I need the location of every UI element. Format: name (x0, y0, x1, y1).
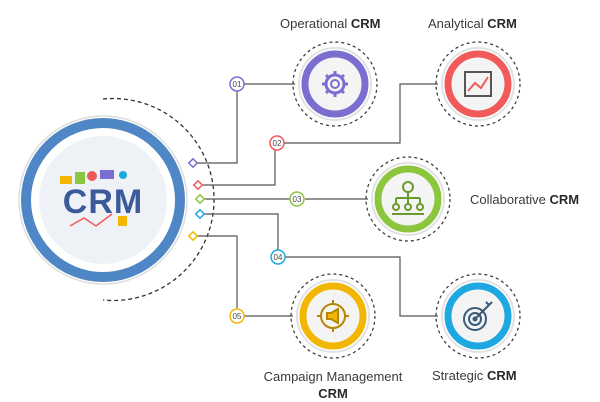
node-analytical (435, 41, 521, 127)
label-campaign-management: Campaign Management CRM (258, 368, 408, 402)
node-05-dashed-ring (290, 273, 376, 359)
label-operational-suffix: CRM (350, 16, 381, 31)
label-collaborative: Collaborative CRM (470, 192, 579, 207)
badge-04-number: 04 (274, 253, 283, 262)
badge-01 (229, 76, 245, 92)
label-strategic-suffix: CRM (486, 368, 517, 383)
node-strategic (435, 273, 521, 359)
marker-01 (187, 157, 199, 169)
badge-03 (289, 191, 305, 207)
connector-01 (193, 84, 238, 164)
marker-05 (187, 230, 199, 242)
badge-05 (229, 308, 245, 324)
node-collaborative (365, 156, 451, 242)
org-chart-icon (392, 181, 424, 215)
line-chart-icon (464, 71, 492, 97)
node-03-dashed-ring (365, 156, 451, 242)
connector-02b (284, 83, 438, 144)
connector-02 (198, 150, 276, 186)
label-collaborative-suffix: CRM (549, 192, 580, 207)
marker-04 (194, 208, 206, 220)
marker-03 (194, 193, 206, 205)
node-02-ring (444, 50, 512, 118)
label-operational: Operational CRM (280, 16, 380, 31)
label-analytical-name: Analytical (428, 16, 484, 31)
crm-hub-title: CRM (63, 183, 143, 221)
label-strategic: Strategic CRM (432, 368, 517, 383)
label-analytical: Analytical CRM (428, 16, 517, 31)
node-campaign-management (290, 273, 376, 359)
connector-05 (193, 235, 238, 308)
node-04-dashed-ring (435, 273, 521, 359)
number-badges: 01 02 03 04 05 (229, 76, 305, 324)
label-campaign-suffix: CRM (318, 386, 348, 401)
label-strategic-name: Strategic (432, 368, 484, 383)
target-icon (463, 301, 493, 331)
badge-04 (270, 249, 286, 265)
node-operational (292, 41, 378, 127)
badge-02 (269, 135, 285, 151)
badge-05-number: 05 (233, 312, 242, 321)
badge-03-number: 03 (293, 195, 302, 204)
crm-illustration-icon (60, 170, 127, 227)
hub-markers (187, 157, 206, 242)
connector-lines (193, 83, 438, 317)
gear-icon (322, 71, 348, 97)
node-01-dashed-ring (292, 41, 378, 127)
connector-04b (285, 256, 438, 317)
badge-02-number: 02 (273, 139, 282, 148)
node-01-ring (301, 50, 369, 118)
hub-inner-disc (39, 136, 167, 264)
label-operational-name: Operational (280, 16, 348, 31)
marker-02 (192, 179, 204, 191)
badge-01-number: 01 (233, 80, 242, 89)
label-analytical-suffix: CRM (487, 16, 517, 31)
crm-hub: CRM (18, 97, 215, 302)
connector-04 (200, 213, 279, 250)
label-collaborative-name: Collaborative (470, 192, 546, 207)
megaphone-icon (317, 300, 349, 332)
node-02-dashed-ring (435, 41, 521, 127)
label-campaign-name: Campaign Management (263, 369, 403, 384)
